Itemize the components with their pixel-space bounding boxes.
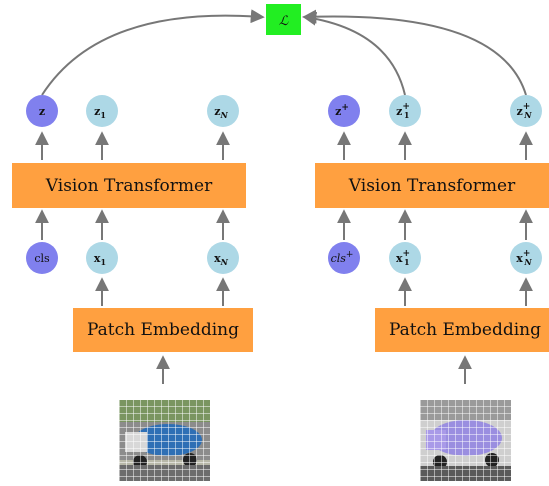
patch-embedding-label-augmented: Patch Embedding bbox=[389, 320, 541, 340]
loss-label: ℒ bbox=[279, 14, 289, 29]
arrow-zNplus-to-loss bbox=[302, 9, 527, 96]
svg-text:x+N: x+N bbox=[516, 249, 532, 267]
input-token-clsplus: cls+ bbox=[328, 242, 360, 274]
output-token-z: z bbox=[26, 95, 58, 127]
output-token-zN: zN bbox=[207, 95, 239, 127]
input-image-patches bbox=[119, 400, 210, 481]
left-branch: z z1 zN Vision Transformer cls x1 bbox=[12, 95, 253, 481]
svg-text:z1: z1 bbox=[94, 105, 106, 120]
input-token-cls: cls bbox=[26, 242, 58, 274]
patch-embedding-label: Patch Embedding bbox=[87, 320, 239, 340]
svg-text:z: z bbox=[39, 105, 45, 118]
input-image-patches-augmented bbox=[420, 400, 511, 481]
svg-text:z+N: z+N bbox=[516, 102, 532, 120]
svg-text:z+: z+ bbox=[335, 103, 349, 118]
svg-text:xN: xN bbox=[214, 252, 229, 267]
vision-transformer-label: Vision Transformer bbox=[45, 176, 213, 196]
input-token-x1plus: x+1 bbox=[389, 242, 421, 274]
svg-text:x1: x1 bbox=[94, 252, 106, 267]
input-token-x1: x1 bbox=[86, 242, 118, 274]
input-token-xNplus: x+N bbox=[510, 242, 542, 274]
patch-embedding-box bbox=[73, 308, 253, 352]
svg-text:z+1: z+1 bbox=[396, 102, 410, 120]
arrow-z1plus-to-loss bbox=[302, 11, 406, 96]
vision-transformer-label-augmented: Vision Transformer bbox=[348, 176, 516, 196]
svg-text:zN: zN bbox=[214, 105, 228, 120]
input-token-xN: xN bbox=[207, 242, 239, 274]
loss-node: ℒ bbox=[266, 4, 301, 35]
right-branch: z+ z+1 z+N Vision Transformer cls+ x+1 x… bbox=[315, 95, 549, 481]
output-token-zplus: z+ bbox=[328, 95, 360, 127]
svg-text:cls+: cls+ bbox=[331, 250, 354, 265]
loss-box bbox=[266, 4, 301, 35]
patch-embedding-box-augmented bbox=[375, 308, 549, 352]
svg-text:x+1: x+1 bbox=[396, 249, 410, 267]
vision-transformer-box-augmented bbox=[315, 163, 549, 208]
output-token-z1plus: z+1 bbox=[389, 95, 421, 127]
output-token-zNplus: z+N bbox=[510, 95, 542, 127]
vision-transformer-box bbox=[12, 163, 246, 208]
arrow-z-to-loss bbox=[41, 9, 265, 96]
output-token-z1: z1 bbox=[86, 95, 118, 127]
svg-text:cls: cls bbox=[34, 252, 50, 265]
